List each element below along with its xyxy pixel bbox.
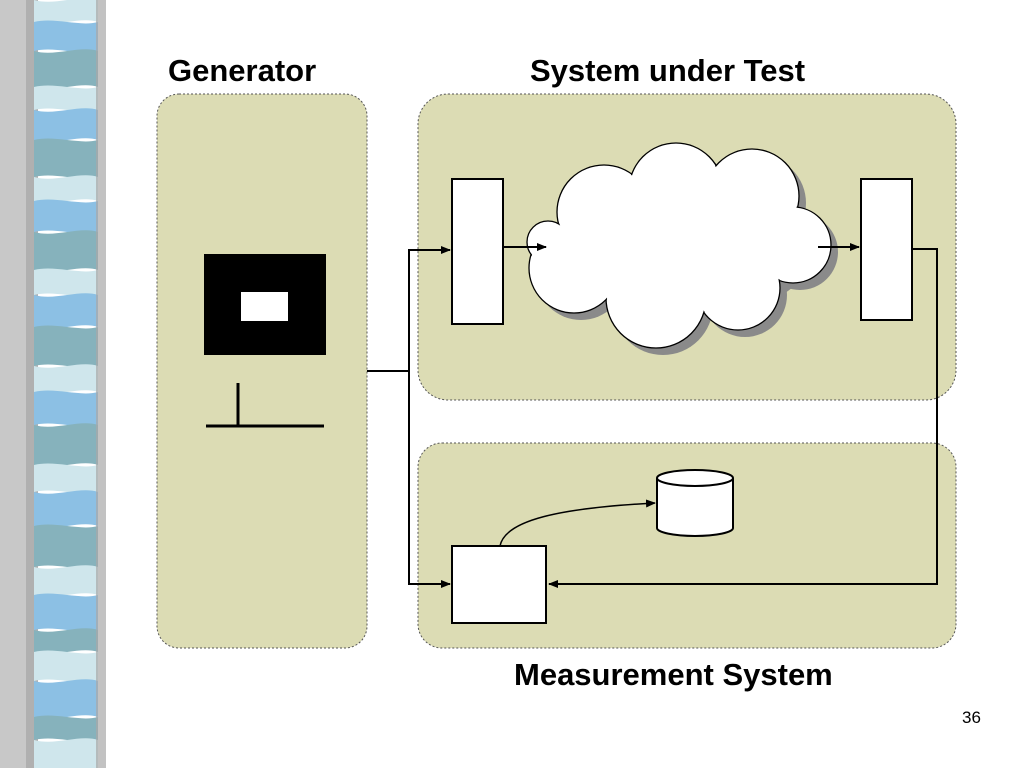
generator-title: Generator: [168, 53, 317, 88]
ingress-node-box: [451, 178, 504, 325]
strip-band: [34, 0, 98, 24]
strip-band: [34, 293, 98, 329]
strip-band: [34, 738, 98, 768]
strip-band: [34, 85, 98, 112]
decorative-side-strip: [0, 0, 112, 768]
generator-panel: [156, 93, 368, 649]
generator-screen-window: [241, 292, 288, 321]
strip-band: [34, 20, 98, 53]
strip-band: [34, 423, 98, 467]
strip-band: [34, 593, 98, 632]
strip-band: [34, 463, 98, 494]
connection-lines: [367, 243, 938, 588]
page-number: 36: [962, 708, 981, 727]
strip-band: [34, 268, 98, 297]
strip-band: [34, 175, 98, 203]
strip-band: [34, 364, 98, 394]
strip-band: [34, 650, 98, 683]
measurement-unit-box: [451, 545, 547, 624]
strip-band: [34, 138, 98, 179]
database-cylinder-icon: [656, 469, 734, 537]
egress-node-box: [860, 178, 913, 321]
strip-band: [34, 390, 98, 427]
system-under-test-title: System under Test: [530, 53, 806, 88]
strip-band: [34, 108, 98, 142]
strip-band: [34, 524, 98, 569]
strip-band: [34, 490, 98, 528]
measurement-system-title: Measurement System: [514, 657, 833, 692]
strip-band: [34, 715, 98, 742]
strip-band: [34, 679, 98, 719]
strip-band: [34, 230, 98, 272]
strip-band: [34, 628, 98, 654]
strip-band: [34, 565, 98, 597]
strip-band: [34, 49, 98, 89]
strip-band: [34, 199, 98, 234]
strip-band: [34, 325, 98, 368]
measurement-system-panel: [417, 442, 957, 649]
